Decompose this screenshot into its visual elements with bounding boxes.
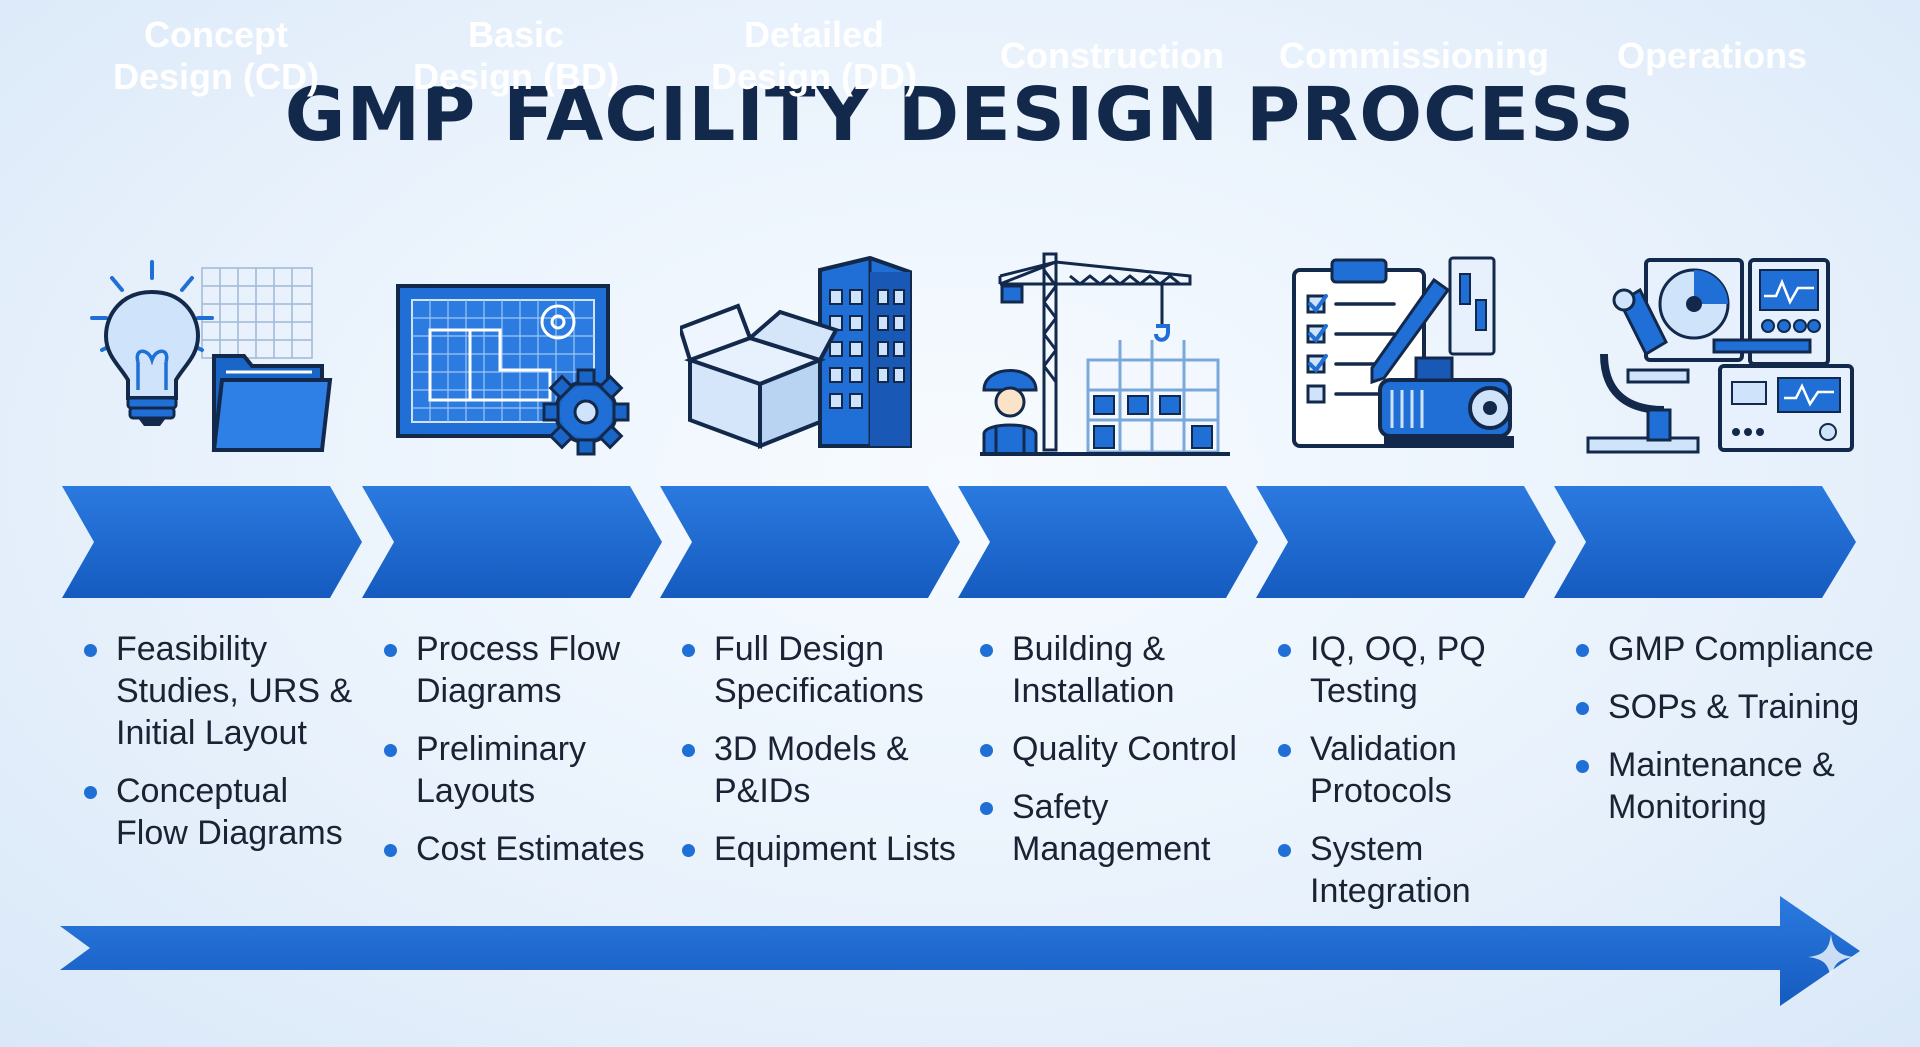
stage-bullets-construction: Building & Installation Quality Control … [978,628,1268,886]
chevron-stage-5 [1256,486,1556,598]
chevron-stage-4 [958,486,1258,598]
bullet-item: Validation Protocols [1276,728,1566,812]
bullet-item: Quality Control [978,728,1268,770]
stage-label-basic: Basic Design (BD) [413,13,619,97]
bullet-item: GMP Compliance [1574,628,1884,670]
bullet-item: Full Design Specifications [680,628,970,712]
bullet-item: 3D Models & P&IDs [680,728,970,812]
bullet-item: Cost Estimates [382,828,672,870]
chevron-stage-3 [660,486,960,598]
bullet-item: Equipment Lists [680,828,970,870]
stage-label-commissioning: Commissioning [1278,34,1550,76]
timeline-arrow [60,896,1860,1006]
bullet-item: SOPs & Training [1574,686,1884,728]
stage-label-construction: Construction [1000,34,1224,76]
bullet-item: IQ, OQ, PQ Testing [1276,628,1566,712]
stage-icons [0,250,1920,470]
bullet-item: Process Flow Diagrams [382,628,672,712]
lightbulb-folder-icon [90,260,333,452]
chevron-stage-1 [62,486,362,598]
bullet-item: System Integration [1276,828,1566,912]
bullet-item: Feasibility Studies, URS & Initial Layou… [82,628,372,754]
crane-worker-icon [980,252,1230,456]
stage-label-operations: Operations [1616,34,1808,76]
stage-label-detailed: Detailed Design (DD) [711,13,917,97]
bullet-item: Safety Management [978,786,1268,870]
sparkle-icon [1808,934,1854,980]
stage-label-concept: Concept Design (CD) [113,13,319,97]
bullet-item: Preliminary Layouts [382,728,672,812]
bullet-item: Conceptual Flow Diagrams [82,770,372,854]
stage-bullets-detailed: Full Design Specifications 3D Models & P… [680,628,970,886]
chevron-stage-6 [1554,486,1856,598]
lab-equipment-icon [1586,258,1854,454]
checklist-pump-icon [1292,256,1514,448]
bullet-item: Building & Installation [978,628,1268,712]
chevron-stage-2 [362,486,662,598]
stage-chevrons [62,486,1856,598]
stage-bullets-basic: Process Flow Diagrams Preliminary Layout… [382,628,672,886]
page-title: GMP FACILITY DESIGN PROCESS [284,72,1636,158]
stage-bullets-concept: Feasibility Studies, URS & Initial Layou… [82,628,372,870]
bullet-item: Maintenance & Monitoring [1574,744,1884,828]
blueprint-gear-icon [396,284,630,456]
stage-bullets-operations: GMP Compliance SOPs & Training Maintenan… [1574,628,1884,844]
stage-bullets-commissioning: IQ, OQ, PQ Testing Validation Protocols … [1276,628,1566,928]
box-building-icon [680,255,912,449]
